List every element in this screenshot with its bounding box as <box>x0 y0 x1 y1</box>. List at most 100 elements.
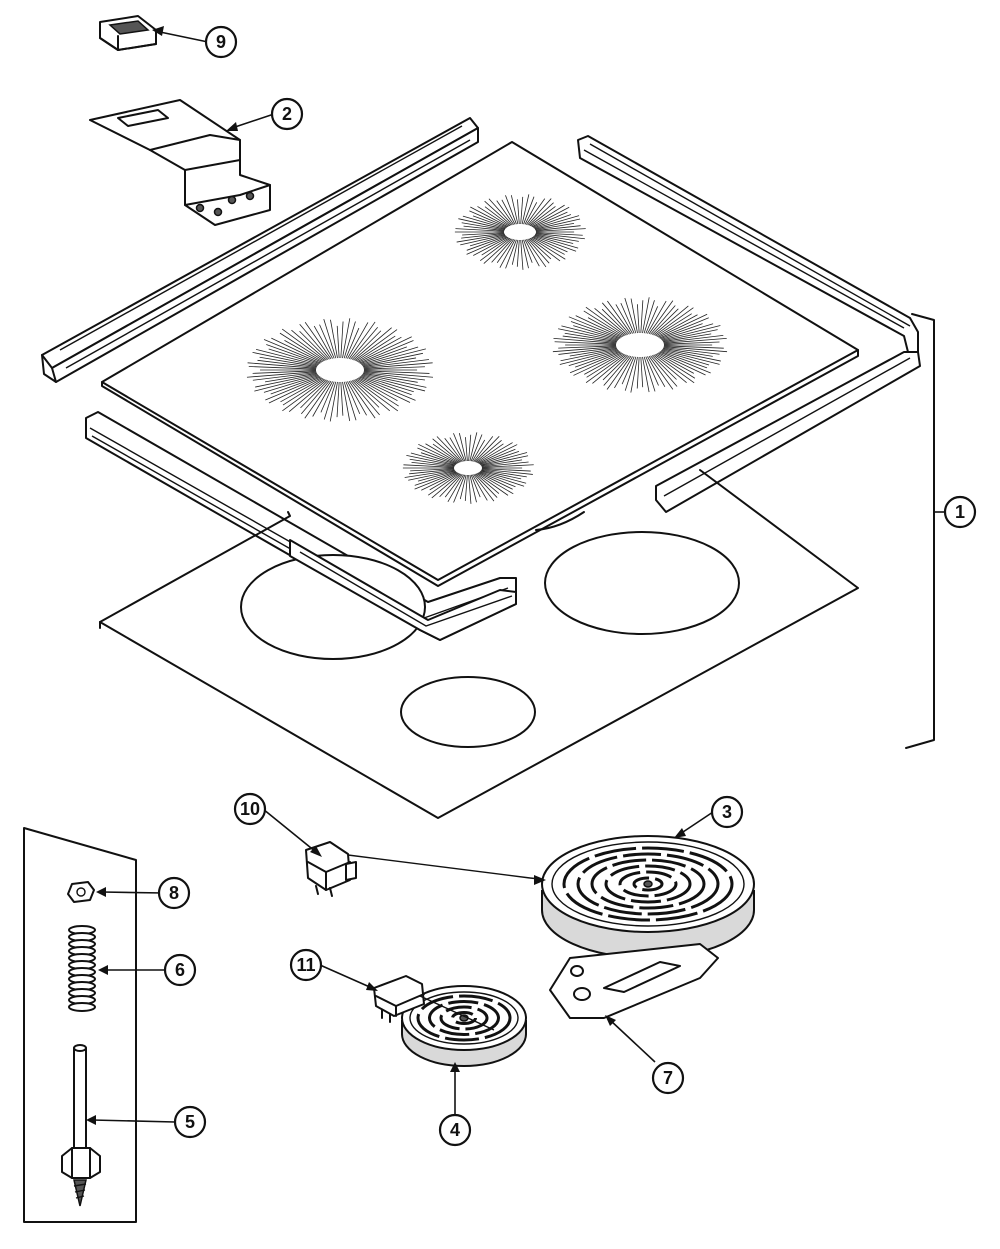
coil-ring <box>618 870 678 898</box>
burner-ray <box>636 304 640 334</box>
burner-ray <box>469 432 478 462</box>
burner-ray <box>449 437 465 462</box>
callout-11: 11 <box>289 948 323 982</box>
burner-ray <box>573 352 622 376</box>
burner-ray <box>535 233 579 242</box>
coil-ring <box>576 852 720 916</box>
burner-ray <box>659 351 711 374</box>
burner-ray <box>573 325 619 340</box>
burner-ray <box>252 351 318 367</box>
burner-ray <box>601 308 629 335</box>
burner-ray <box>329 381 338 422</box>
burner-ray <box>534 215 580 229</box>
burner-ray <box>663 345 724 349</box>
burner-ray <box>347 322 369 359</box>
burner-ray <box>469 235 506 247</box>
burner-ray <box>427 473 460 496</box>
burner-ray <box>304 322 332 360</box>
burner-ray <box>602 355 629 381</box>
burner-ray <box>523 196 535 225</box>
burner-ray <box>458 218 506 230</box>
burner-ray <box>531 236 565 255</box>
burner-ray <box>363 359 430 368</box>
burner-ray <box>587 317 623 338</box>
burner-ray <box>342 381 351 422</box>
burner-ray <box>484 200 512 226</box>
burner-ray <box>501 199 516 225</box>
svg-text:10: 10 <box>240 799 260 819</box>
burner-ray <box>359 376 416 401</box>
burner-ray <box>534 234 574 244</box>
burner-ray <box>340 381 344 416</box>
burner-ray <box>464 474 468 501</box>
part-8-nut <box>67 881 95 903</box>
burner-ray <box>484 206 511 227</box>
burner-ray <box>263 339 321 364</box>
burner-ray <box>354 329 398 361</box>
burner-ray <box>481 469 527 478</box>
burner-ray <box>651 308 679 335</box>
burner-ray <box>479 237 511 262</box>
burner-ray <box>463 225 505 231</box>
burner-ray <box>350 380 380 416</box>
burner-ray <box>511 239 519 265</box>
burner-ray <box>282 378 325 406</box>
burner-ray <box>473 436 494 462</box>
burner-ray <box>525 239 547 268</box>
burner-ray <box>406 454 455 466</box>
burner-ray <box>520 239 524 270</box>
burner-ray <box>663 333 712 343</box>
burner-ray <box>510 195 519 225</box>
burner-ray <box>359 340 414 364</box>
burner-ray <box>642 297 650 334</box>
burner-ray <box>584 352 623 375</box>
burner-ray <box>282 379 326 412</box>
hardware-inset-box <box>23 827 137 1223</box>
burner-ray <box>531 206 570 228</box>
burner-ray <box>268 377 322 404</box>
burner-ray <box>480 470 527 484</box>
burner-ray <box>478 444 518 464</box>
burner-ray <box>659 317 709 339</box>
svg-text:2: 2 <box>282 104 292 124</box>
burner-ray <box>455 228 505 232</box>
burner-ray <box>363 366 425 370</box>
burner-ray <box>417 470 456 482</box>
burner-ray <box>470 474 481 498</box>
burner-ray <box>477 206 510 227</box>
burner-ray <box>601 302 630 335</box>
burner-ray <box>655 353 696 379</box>
burner-ray <box>663 341 720 345</box>
burner-ray <box>479 471 516 488</box>
burner-ray <box>662 329 718 342</box>
burner-ray <box>432 438 461 463</box>
burner-ray <box>636 356 640 389</box>
burner-ray <box>559 349 619 365</box>
burner-ray <box>477 442 513 464</box>
burner-ray <box>252 370 317 374</box>
burner-ray <box>478 472 513 490</box>
burner-ray <box>254 374 319 392</box>
burner-ray <box>663 347 713 357</box>
burner-ray <box>288 379 327 412</box>
burner-ray <box>558 345 617 349</box>
burner-ray <box>650 355 678 387</box>
burner-ray <box>470 206 509 228</box>
svg-text:5: 5 <box>185 1112 195 1132</box>
burner-ray <box>246 371 317 378</box>
burner-ray <box>658 313 708 338</box>
part-10-switch <box>305 841 531 897</box>
burner-ray <box>336 325 340 359</box>
burner-ray <box>483 238 512 264</box>
burner-ray <box>517 199 520 225</box>
svg-text:11: 11 <box>296 955 315 975</box>
burner-ray <box>348 321 376 360</box>
front-trim-rail-overlay <box>289 539 517 641</box>
burner-ray <box>553 337 617 344</box>
coil-ring <box>590 858 706 910</box>
burner-ray <box>410 452 456 466</box>
burner-ray <box>420 452 457 465</box>
burner-ray <box>348 380 376 419</box>
coil-ring <box>416 994 512 1042</box>
burner-ray <box>252 372 317 381</box>
